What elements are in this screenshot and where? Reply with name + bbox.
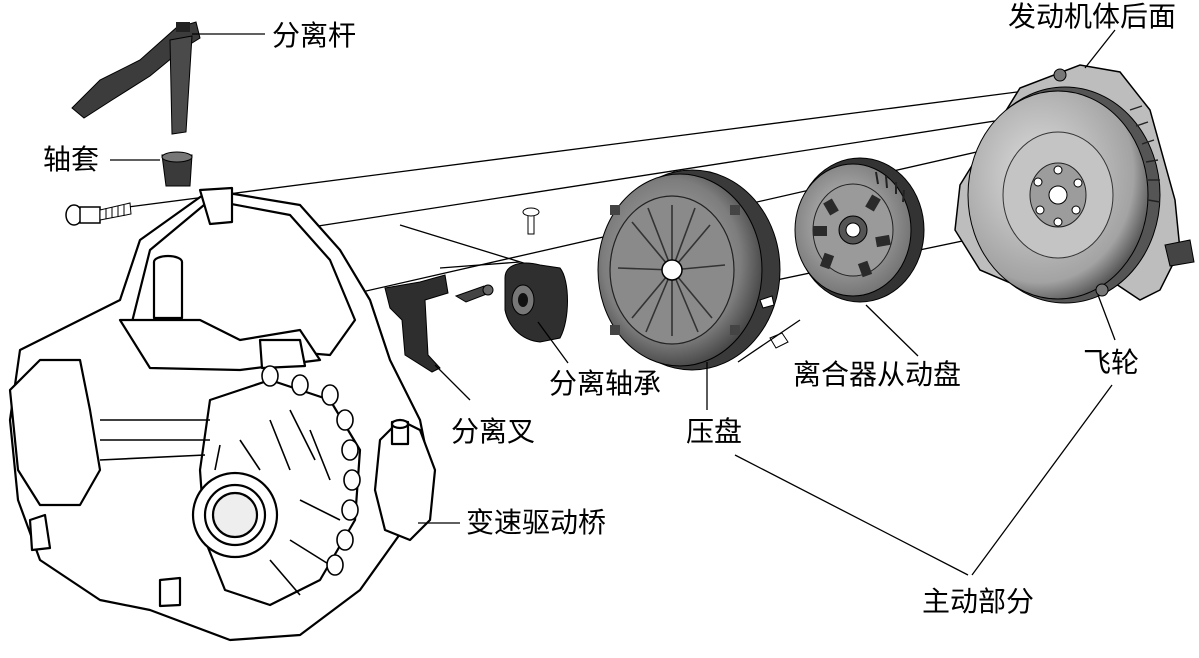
label-flywheel: 飞轮 xyxy=(1083,346,1140,379)
label-sleeve: 轴套 xyxy=(43,143,100,176)
label-clutch-driven-disc: 离合器从动盘 xyxy=(793,358,962,391)
bolt-left-part xyxy=(65,202,132,226)
label-release-fork: 分离叉 xyxy=(451,415,536,448)
label-engine-block-rear: 发动机体后面 xyxy=(1008,0,1177,33)
label-driving-part: 主动部分 xyxy=(922,585,1035,618)
leader-lines xyxy=(110,29,1116,576)
flywheel-part xyxy=(954,64,1195,304)
label-release-bearing: 分离轴承 xyxy=(549,367,662,400)
label-pressure-plate: 压盘 xyxy=(686,415,743,448)
release-fork-part xyxy=(384,274,494,373)
pressure-plate-part xyxy=(597,169,789,371)
transaxle-housing-part xyxy=(8,186,437,642)
release-bearing-part xyxy=(504,207,568,343)
clutch-driven-disc-part xyxy=(794,157,925,303)
label-transaxle: 变速驱动桥 xyxy=(466,506,607,539)
release-lever-part xyxy=(71,21,201,135)
sleeve-part xyxy=(161,151,193,187)
label-release-lever: 分离杆 xyxy=(272,19,357,52)
